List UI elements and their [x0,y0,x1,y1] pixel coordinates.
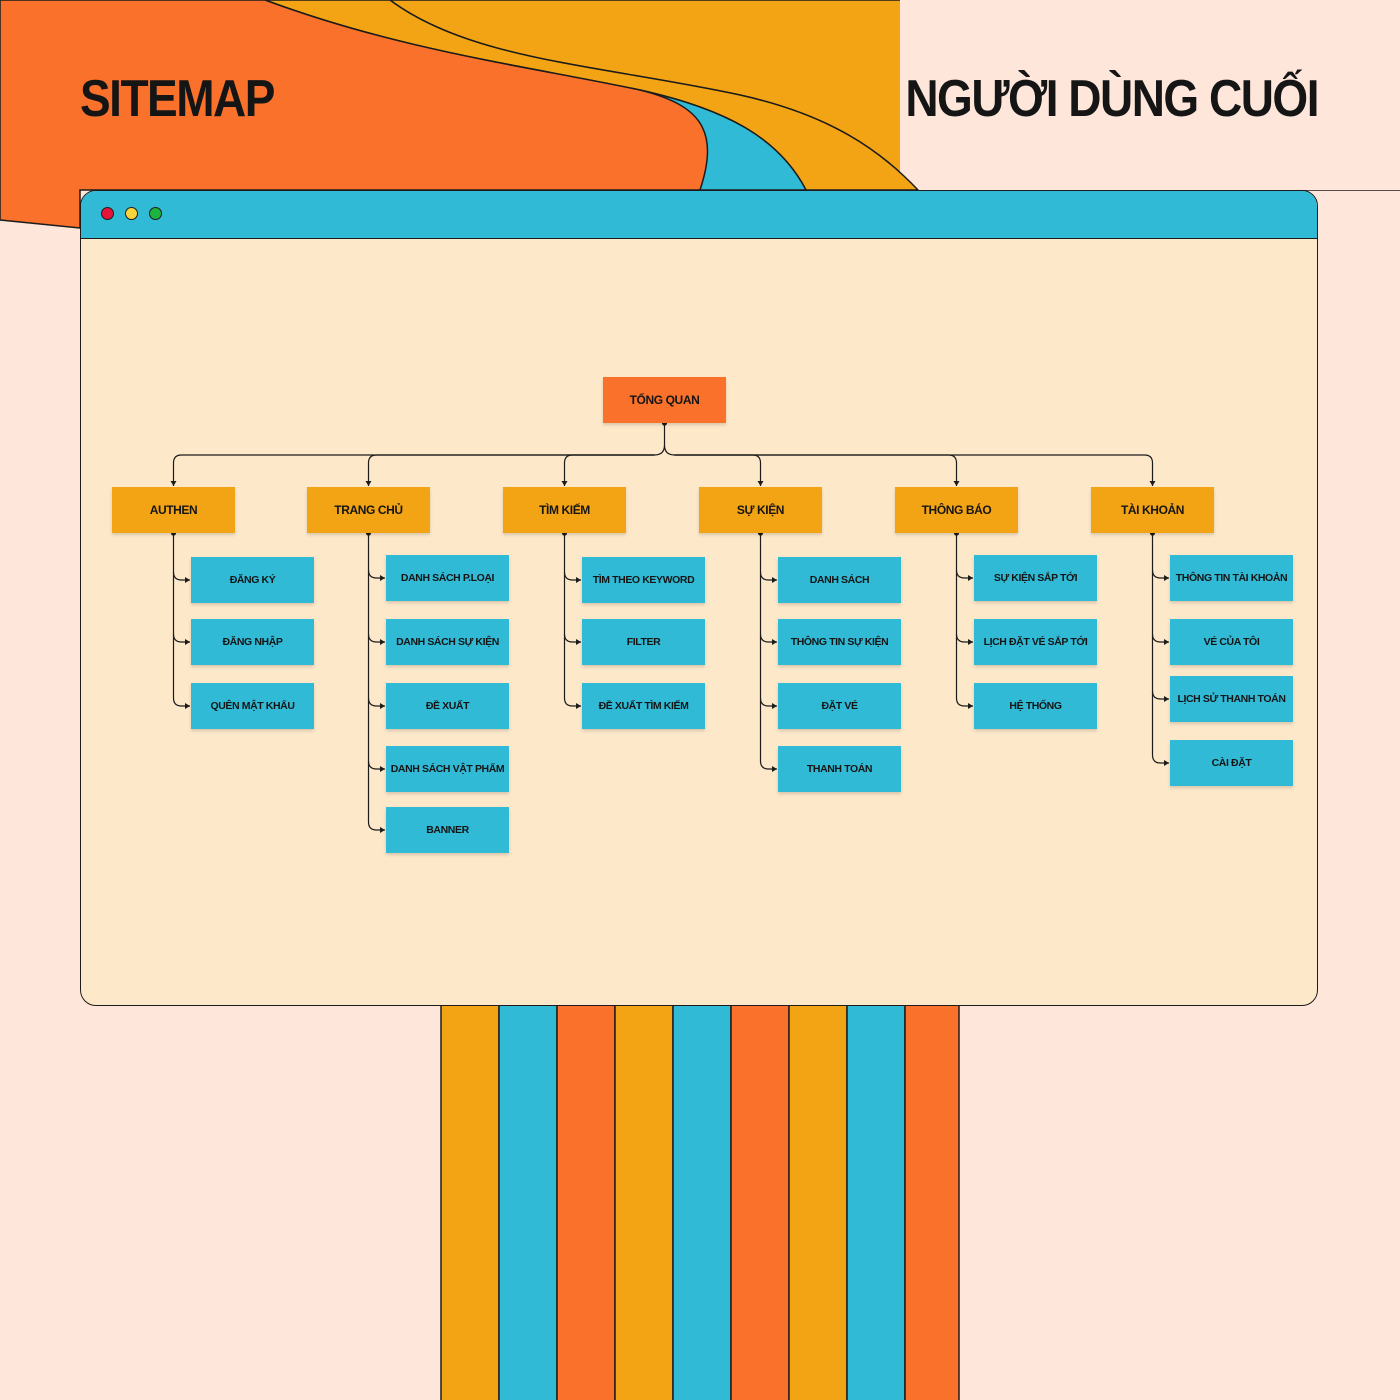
window-titlebar [81,191,1317,239]
category-5[interactable]: THÔNG BÁO [895,487,1018,533]
page-node[interactable]: BANNER [386,807,509,853]
page-node[interactable]: ĐỀ XUẤT [386,683,509,729]
page-node[interactable]: LỊCH SỬ THANH TOÁN [1170,676,1293,722]
category-2[interactable]: TRANG CHỦ [307,487,430,533]
category-3[interactable]: TÌM KIẾM [503,487,626,533]
page-node[interactable]: DANH SÁCH P.LOẠI [386,555,509,601]
category-6[interactable]: TÀI KHOẢN [1091,487,1214,533]
page-node[interactable]: DANH SÁCH [778,557,901,603]
page-node[interactable]: CÀI ĐẶT [1170,740,1293,786]
page-node[interactable]: ĐỀ XUẤT TÌM KIẾM [582,683,705,729]
wave-orange [0,0,709,229]
page-node[interactable]: ĐĂNG NHẬP [191,619,314,665]
page-node[interactable]: TÌM THEO KEYWORD [582,557,705,603]
page-node[interactable]: ĐĂNG KÝ [191,557,314,603]
category-1[interactable]: AUTHEN [112,487,235,533]
maximize-icon[interactable] [149,207,162,220]
root-node[interactable]: TỔNG QUAN [603,377,726,423]
page-node[interactable]: THÔNG TIN TÀI KHOẢN [1170,555,1293,601]
page-node[interactable]: DANH SÁCH VẬT PHẨM [386,746,509,792]
page-node[interactable]: QUÊN MẬT KHẨU [191,683,314,729]
page-node[interactable]: VÉ CỦA TÔI [1170,619,1293,665]
page-node[interactable]: DANH SÁCH SỰ KIỆN [386,619,509,665]
category-4[interactable]: SỰ KIỆN [699,487,822,533]
minimize-icon[interactable] [125,207,138,220]
page-node[interactable]: ĐẶT VÉ [778,683,901,729]
close-icon[interactable] [101,207,114,220]
stand-stripes [440,1004,960,1400]
page-node[interactable]: FILTER [582,619,705,665]
audience-title: NGƯỜI DÙNG CUỐI [905,69,1319,128]
sitemap-title: SITEMAP [80,69,275,128]
page-node[interactable]: THANH TOÁN [778,746,901,792]
page-node[interactable]: LỊCH ĐẶT VÉ SẮP TỚI [974,619,1097,665]
page-node[interactable]: HỆ THỐNG [974,683,1097,729]
page-node[interactable]: THÔNG TIN SỰ KIỆN [778,619,901,665]
page-node[interactable]: SỰ KIỆN SẮP TỚI [974,555,1097,601]
